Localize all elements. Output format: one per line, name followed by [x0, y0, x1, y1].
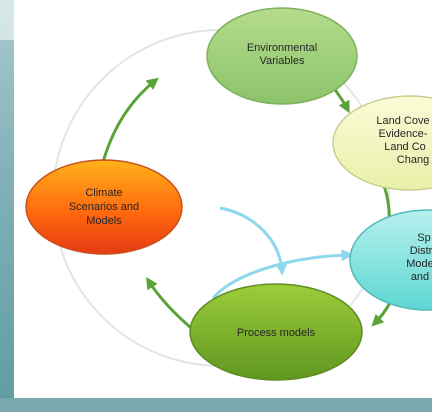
spatial-line-3: Mode — [406, 258, 432, 270]
land-cover-line-1: Land Cove — [376, 115, 429, 127]
spatial-line-2: Distr — [410, 245, 432, 257]
node-climate-scenarios: Climate Scenarios and Models — [25, 159, 183, 255]
land-cover-line-2: Evidence- — [379, 128, 428, 140]
climate-line-2: Scenarios and — [69, 201, 139, 213]
spatial-line-1: Sp — [417, 232, 430, 244]
arrow-process-to-spatial — [211, 249, 354, 300]
environmental-line-1: Environmental — [247, 42, 317, 54]
land-cover-line-4: Chang — [397, 154, 429, 166]
environmental-line-2: Variables — [259, 55, 305, 67]
spatial-line-4: and — [411, 271, 429, 283]
climate-line-3: Models — [86, 215, 122, 227]
node-spatial-distribution: Sp Distr Mode and — [349, 209, 432, 311]
node-environmental-variables: Environmental Variables — [206, 7, 358, 105]
process-line-1: Process models — [237, 327, 316, 339]
land-cover-line-3: Land Co — [384, 141, 426, 153]
climate-line-1: Climate — [85, 187, 122, 199]
node-land-cover: Land Cove Evidence- Land Co Chang — [332, 95, 432, 191]
slide-bottom-edge — [0, 398, 432, 412]
node-process-models: Process models — [189, 283, 363, 381]
arrow-climate-to-process — [219, 206, 288, 276]
